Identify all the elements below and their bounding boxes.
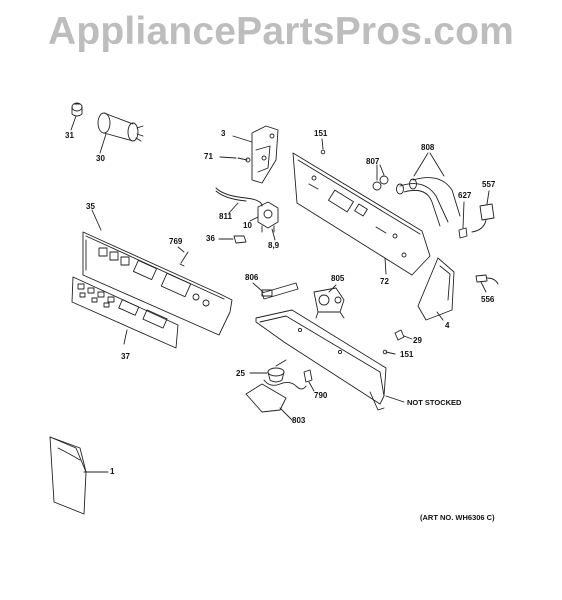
part-807-washer-icon: [372, 164, 389, 191]
part-71-screw-icon: [219, 156, 251, 163]
part-808-hose-icon: [396, 152, 461, 227]
callout-803: 803: [292, 416, 306, 425]
part-805-valve-icon: [313, 284, 345, 319]
callout-808: 808: [421, 143, 435, 152]
part-803-cam-icon: [245, 379, 307, 421]
callout-3: 3: [221, 129, 226, 138]
callout-556: 556: [481, 295, 495, 304]
part-37-overlay-icon: [71, 276, 179, 349]
part-769-pin-icon: [177, 246, 189, 267]
base-panel-not-stocked-icon: [255, 309, 405, 411]
callout-769: 769: [169, 237, 183, 246]
callout-36: 36: [206, 234, 215, 243]
part-556-connector-icon: [475, 274, 499, 293]
callout-557: 557: [482, 180, 496, 189]
callout-31: 31: [65, 131, 74, 140]
part-72-backplate-icon: [292, 152, 431, 276]
part-36-clip-icon: [218, 235, 247, 244]
callout-30: 30: [96, 154, 105, 163]
part-35-console-icon: [82, 209, 233, 336]
part-31-knob-icon: [70, 102, 83, 131]
part-557-sensor-icon: [471, 190, 495, 233]
callout-4: 4: [445, 321, 450, 330]
part-4-side-cover-icon: [417, 257, 455, 321]
callout-35: 35: [86, 202, 95, 211]
part-790-nut-icon: [303, 369, 315, 392]
callout-25: 25: [236, 369, 245, 378]
part-30-capacitor-icon: [97, 112, 144, 154]
callout-10: 10: [243, 221, 252, 230]
callout-807: 807: [366, 157, 380, 166]
part-29-clip-icon: [394, 329, 413, 341]
part-151-screw-icon: [320, 138, 326, 155]
callout-627: 627: [458, 191, 472, 200]
watermark: AppliancePartsPros.com: [47, 10, 515, 53]
callout-29: 29: [413, 336, 422, 345]
part-10-switch-icon: [249, 201, 279, 241]
not-stocked-label: NOT STOCKED: [407, 398, 462, 407]
part-3-bracket-icon: [232, 125, 279, 184]
part-25-knob-icon: [249, 359, 287, 383]
part-1-literature-icon: [49, 436, 109, 515]
callout-151: 151: [314, 129, 328, 138]
part-627-clip-icon: [458, 201, 468, 239]
callout-37: 37: [121, 352, 130, 361]
part-811-wire-icon: [215, 187, 263, 214]
part-806-strip-icon: [252, 282, 299, 300]
callout-1: 1: [110, 467, 115, 476]
callout-790: 790: [314, 391, 328, 400]
art-number: (ART NO. WH6306 C): [420, 513, 495, 522]
callout-71: 71: [204, 152, 213, 161]
callout-805: 805: [331, 274, 345, 283]
callout-8-9: 8,9: [268, 241, 280, 250]
callout-151-lower: 151: [400, 350, 414, 359]
callout-806: 806: [245, 273, 259, 282]
callout-72: 72: [380, 277, 389, 286]
part-151-lower-screw-icon: [382, 349, 396, 355]
callout-811: 811: [219, 212, 232, 221]
